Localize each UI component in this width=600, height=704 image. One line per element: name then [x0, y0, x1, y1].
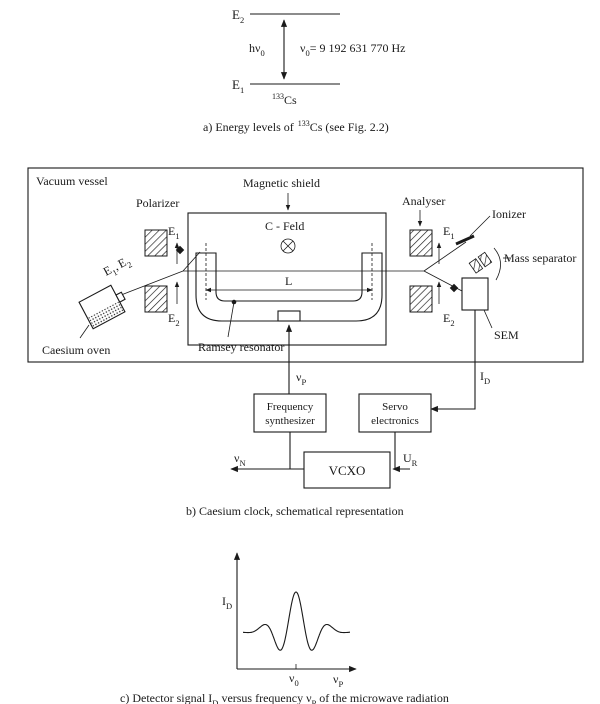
mass-separator-bracket [493, 247, 501, 281]
ionizer-pointer [469, 215, 491, 237]
caption-b: b) Caesium clock, schematical representa… [186, 504, 404, 518]
transition-frequency: ν0= 9 192 631 770 Hz [300, 41, 405, 58]
energy-level-diagram: E2 E1 hν0 ν0= 9 192 631 770 Hz 133Cs a) … [203, 7, 405, 134]
frequency-synthesizer-label-1: Frequency [267, 401, 314, 413]
vcxo-label: VCXO [329, 463, 366, 478]
servo-to-vcxo-line [394, 432, 398, 470]
length-label: L [285, 274, 292, 288]
analyser-detector [449, 283, 459, 293]
x-axis-tick-label: ν0 [289, 671, 299, 688]
caesium-oven-label: Caesium oven [42, 343, 110, 357]
servo-electronics-label-1: Servo [382, 401, 408, 413]
caesium-oven [78, 284, 126, 330]
frequency-synthesizer-label-2: synthesizer [265, 415, 315, 427]
upper-level-label: E2 [232, 7, 244, 25]
c-field-label: C - Feld [265, 219, 304, 233]
analyser-magnet-upper [409, 229, 433, 257]
servo-electronics [358, 393, 432, 433]
x-axis-label: νP [333, 672, 343, 689]
analyser-e1-label: E1 [443, 224, 455, 241]
ramsey-resonator [195, 252, 383, 322]
microwave-input-port [277, 310, 301, 322]
analyser-label: Analyser [402, 194, 445, 208]
ionizer [455, 234, 475, 246]
y-axis-label: ID [222, 594, 232, 611]
polarizer-e2-label: E2 [168, 311, 180, 328]
lower-level-label: E1 [232, 77, 244, 95]
atomic-beam-in [115, 270, 184, 298]
ramsey-fringe-curve [243, 591, 350, 651]
caesium-oven-pointer [79, 324, 90, 339]
magnetic-shield [187, 212, 387, 346]
photon-energy-label: hν0 [249, 41, 265, 58]
servo-electronics-label-2: electronics [371, 415, 419, 427]
caption-c: c) Detector signal ID versus frequency ν… [120, 691, 449, 704]
polarizer-label: Polarizer [136, 196, 179, 210]
isotope-label: 133Cs [272, 92, 297, 107]
atomic-beam-deflected [182, 251, 201, 272]
nu-n-label: νN [234, 451, 246, 468]
vcxo [303, 451, 391, 489]
sem-pointer [483, 309, 493, 329]
nu-p-label: νP [296, 370, 306, 387]
magnetic-shield-label: Magnetic shield [243, 176, 320, 190]
u-r-label: UR [403, 451, 418, 468]
c-field-symbol [280, 238, 296, 254]
polarizer-magnet-upper [144, 229, 168, 257]
mass-separator [468, 251, 493, 274]
atomic-beam-upper [423, 241, 467, 272]
ramsey-resonator-label: Ramsey resonator [198, 340, 284, 354]
analyser-e2-label: E2 [443, 311, 455, 328]
vacuum-vessel-label: Vacuum vessel [36, 174, 108, 188]
i-d-label: ID [480, 369, 490, 386]
detector-signal-plot: ID ν0 νP c) Detector signal ID versus fr… [120, 552, 449, 704]
analyser-magnet-lower [409, 285, 433, 313]
polarizer-e1-label: E1 [168, 224, 180, 241]
vacuum-vessel [27, 167, 584, 363]
polarizer-magnet-lower [144, 285, 168, 313]
sem-label: SEM [494, 328, 519, 342]
caesium-clock-schematic: Vacuum vessel Magnetic shield C - Feld L… [27, 167, 584, 518]
ionizer-label: Ionizer [492, 207, 526, 221]
detector-current-line [430, 310, 476, 413]
beam-state-label: E1,E2 [101, 253, 134, 281]
mass-separator-label: Mass separator [504, 251, 576, 265]
ramsey-resonator-pointer [227, 301, 235, 338]
sem-detector [461, 277, 489, 311]
